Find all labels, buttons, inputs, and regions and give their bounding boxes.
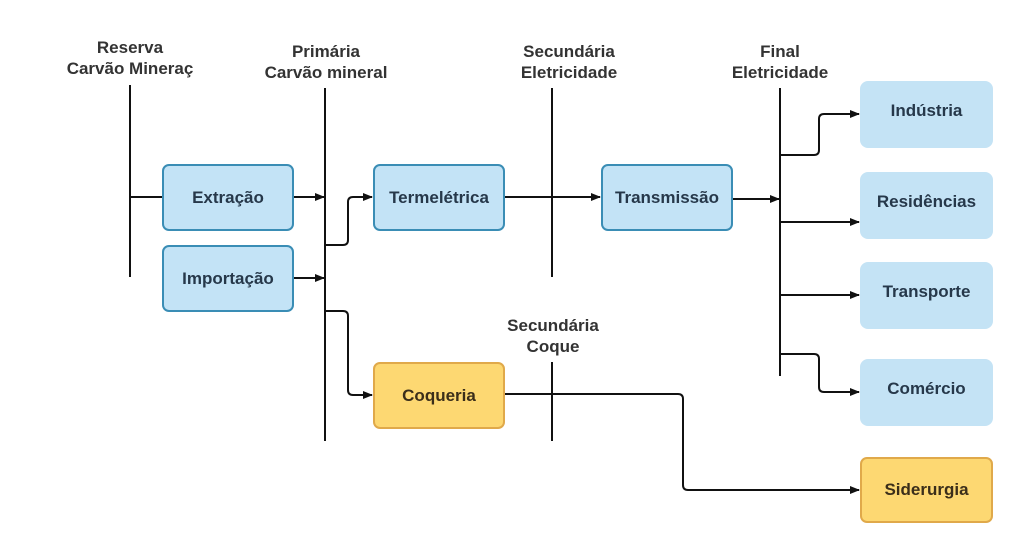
stage-label-line2: Coque — [526, 337, 580, 356]
node-termeletrica[interactable]: Termelétrica — [373, 164, 505, 231]
stage-label-reserva: Reserva Carvão Mineraç — [67, 37, 194, 79]
edge-final-industria — [780, 110, 860, 156]
stage-label-final-eletricidade: Final Eletricidade — [732, 41, 828, 83]
edge-final-comercio — [780, 353, 860, 396]
node-label: Residências — [876, 192, 977, 211]
node-industria[interactable]: Indústria — [860, 81, 993, 148]
stage-label-line1: Secundária — [507, 316, 599, 335]
stage-label-line1: Final — [760, 42, 800, 61]
stage-label-secundaria-eletricidade: Secundária Eletricidade — [521, 41, 617, 83]
stage-label-secundaria-coque: Secundária Coque — [507, 315, 599, 357]
node-transmissao[interactable]: Transmissão — [601, 164, 733, 231]
stage-label-line2: Eletricidade — [731, 63, 829, 82]
stage-label-line1: Reserva — [96, 38, 164, 57]
node-transporte[interactable]: Transporte — [860, 262, 993, 329]
stage-label-primaria: Primária Carvão mineral — [265, 41, 388, 83]
node-label: Termelétrica — [389, 187, 489, 207]
node-siderurgia[interactable]: Siderurgia — [860, 457, 993, 523]
node-label: Importação — [182, 268, 274, 288]
node-extracao[interactable]: Extração — [162, 164, 294, 231]
edge-coqueria-siderurgia — [505, 393, 860, 494]
stage-label-line2: Carvão Mineraç — [66, 59, 194, 78]
node-label: Extração — [192, 187, 264, 207]
node-importacao[interactable]: Importação — [162, 245, 294, 312]
stage-label-line2: Eletricidade — [520, 63, 618, 82]
node-comercio[interactable]: Comércio — [860, 359, 993, 426]
node-residencias[interactable]: Residências — [860, 172, 993, 239]
stage-label-line1: Secundária — [523, 42, 615, 61]
node-label: Indústria — [890, 101, 963, 120]
edge-primaria-termeletrica — [325, 193, 373, 246]
node-label: Transmissão — [615, 187, 719, 207]
edge-primaria-coqueria — [325, 310, 373, 399]
stage-label-line2: Carvão mineral — [264, 63, 388, 82]
node-coqueria[interactable]: Coqueria — [373, 362, 505, 429]
stage-label-line1: Primária — [291, 42, 361, 61]
node-label: Siderurgia — [884, 480, 969, 499]
node-label: Transporte — [882, 282, 971, 301]
node-label: Coqueria — [402, 385, 476, 405]
node-label: Comércio — [887, 379, 966, 398]
